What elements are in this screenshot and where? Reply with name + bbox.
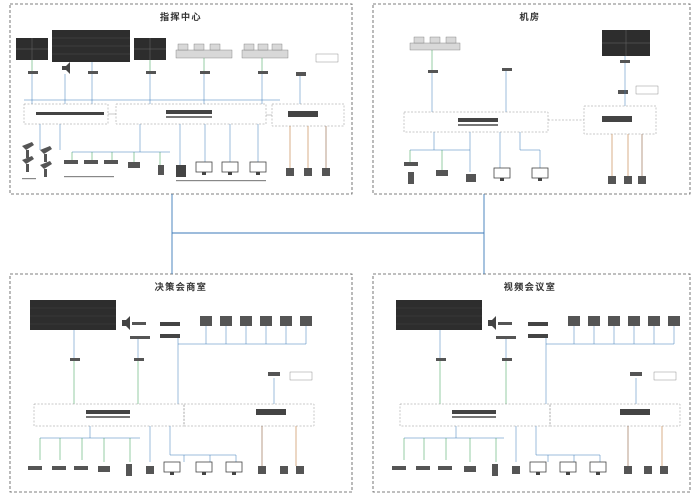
monitor-group [176,161,267,177]
zone-decision-border [9,273,353,493]
machine-monitors [493,167,549,181]
decision-label-box [289,371,313,381]
decision-microphones [258,466,304,474]
video-matrix-group [399,403,551,427]
machine-microphones [608,176,646,184]
zone-machine [403,30,659,184]
zone-video-border [372,273,691,493]
backbone-links [171,194,485,274]
video-server-group [549,403,681,427]
label-box [315,53,339,63]
zone-decision-title: 决策会商室 [155,281,208,293]
zone-video [392,300,681,476]
video-speaker-icon [488,316,496,330]
machine-console [409,36,461,51]
video-led-wall [396,300,482,330]
microphone-group [286,168,330,176]
zone-video-title: 视频会议室 [504,281,557,293]
decision-matrix-group [33,403,185,427]
decision-speaker-icon [122,316,130,330]
speaker-icon [62,62,70,74]
video-microphones [624,466,668,474]
video-monitors [529,461,607,475]
machine-label-box [635,85,659,95]
decision-server-group [183,403,315,427]
zone-command-title: 指挥中心 [160,11,202,23]
zone-decision [28,300,315,476]
video-endpoints [392,464,520,476]
decision-led-wall [30,300,116,330]
video-label-box [653,371,677,381]
decision-endpoints [28,464,154,476]
endpoint-boxes [64,160,164,175]
decision-camera-row [200,316,312,326]
console-desk-right [241,43,289,59]
decoder-row [28,71,306,76]
zone-command-border [9,3,353,195]
zone-machine-title: 机房 [519,11,540,23]
video-camera-row [568,316,680,326]
zone-machine-border [372,3,691,195]
decision-monitors [163,461,243,475]
machine-endpoints [404,162,476,184]
machine-matrix-group [403,111,549,133]
console-desk-left [175,43,233,59]
matrix-group-left [23,103,109,125]
ptz-camera-group [22,142,52,177]
zone-command [16,30,345,182]
